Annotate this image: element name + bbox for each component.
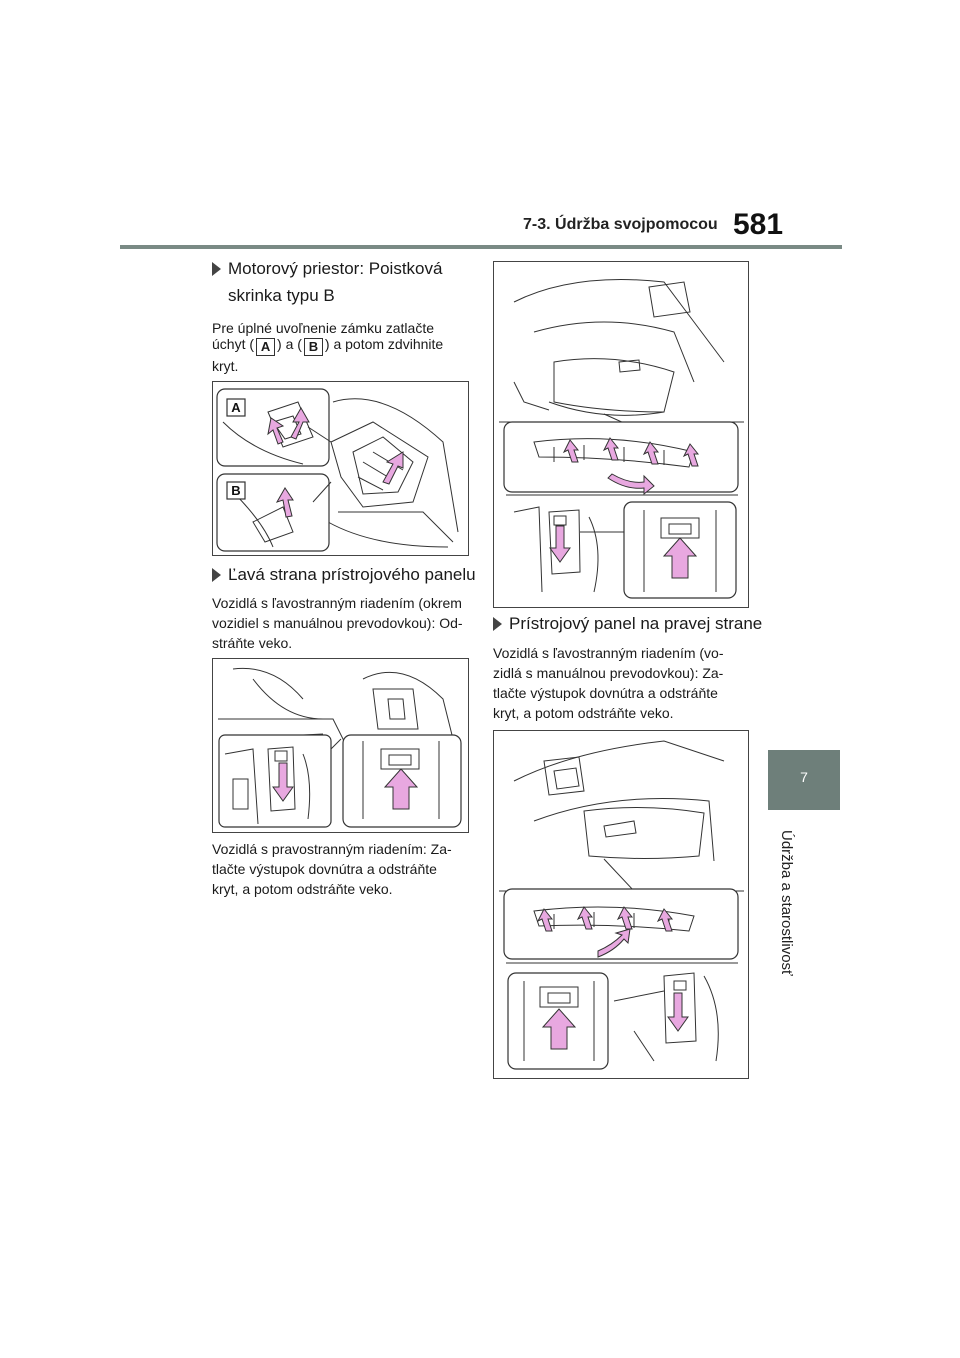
paragraph-2-line-1: Vozidlá s ľavostranným riadením (okrem [212, 595, 462, 611]
arrow-up-icon [275, 487, 294, 518]
paragraph-4-line-3: tlačte výstupok dovnútra a odstráňte [493, 685, 718, 701]
arrow-up-icon [656, 908, 674, 932]
heading-engine-fusebox: Motorový priestor: Poistková [212, 256, 472, 282]
arrow-up-icon [662, 537, 698, 579]
arrow-up-icon [682, 443, 700, 467]
heading-engine-fusebox-line2: skrinka typu B [228, 286, 335, 305]
arrow-up-icon [576, 906, 594, 930]
bullet-triangle-icon [493, 617, 502, 631]
paragraph-3-line-1: Vozidlá s pravostranným riadením: Za- [212, 841, 452, 857]
label-a-badge: A [256, 338, 276, 356]
paragraph-3-line-2: tlačte výstupok dovnútra a odstráňte [212, 861, 437, 877]
chapter-label-text: Údržba a starostlivosť [778, 830, 795, 976]
arrow-up-icon [541, 1008, 577, 1050]
chapter-number: 7 [800, 769, 808, 785]
chapter-tab [768, 750, 840, 810]
paragraph-4-line-2: zidlá s manuálnou prevodovkou): Za- [493, 665, 724, 681]
arrow-curved-icon [607, 473, 655, 496]
arrow-up-icon [382, 451, 404, 485]
paragraph-4-line-1: Vozidlá s ľavostranným riadením (vo- [493, 645, 724, 661]
arrow-curved-icon [597, 928, 631, 958]
heading-right-panel: Prístrojový panel na pravej strane [493, 611, 768, 637]
arrow-down-icon [549, 525, 571, 563]
label-b-badge: B [303, 338, 323, 356]
figure-label-b: B [231, 483, 240, 498]
arrow-up-icon [642, 441, 660, 465]
arrow-down-icon [667, 992, 689, 1032]
section-title: 7-3. Údržba svojpomocou [523, 216, 718, 233]
figure-label-a: A [231, 400, 241, 415]
header-divider [120, 245, 842, 249]
paragraph-1-line-1: Pre úplné uvoľnenie zámku zatlačte [212, 320, 434, 336]
paragraph-4-line-4: kryt, a potom odstráňte veko. [493, 705, 674, 721]
arrow-up-icon [290, 406, 310, 440]
bullet-triangle-icon [212, 262, 221, 276]
figure-left-instrument-panel [212, 658, 469, 833]
paragraph-3-line-3: kryt, a potom odstráňte veko. [212, 881, 393, 897]
chapter-label: Údržba a starostlivosť [778, 830, 822, 1000]
arrow-up-icon [602, 437, 620, 461]
paragraph-2-line-3: stráňte veko. [212, 635, 293, 651]
arrow-down-icon [272, 762, 294, 802]
figure-engine-fusebox: A B [212, 381, 469, 556]
figure-glovebox-cover [493, 261, 749, 608]
page-number: 581 [733, 208, 784, 241]
arrow-up-icon [383, 768, 419, 810]
arrow-up-icon [616, 906, 634, 930]
heading-left-panel: Ľavá strana prístrojového panelu [212, 562, 482, 588]
arrow-up-icon [562, 439, 580, 463]
arrow-up-icon [536, 908, 554, 932]
paragraph-2-line-2: vozidiel s manuálnou prevodovkou): Od- [212, 615, 463, 631]
paragraph-1-line-2: úchyt (A) a (B) a potom zdvihnite [212, 336, 444, 356]
arrow-up-icon [267, 417, 285, 445]
bullet-triangle-icon [212, 568, 221, 582]
paragraph-1-line-3: kryt. [212, 358, 239, 374]
figure-right-instrument-panel [493, 730, 749, 1079]
